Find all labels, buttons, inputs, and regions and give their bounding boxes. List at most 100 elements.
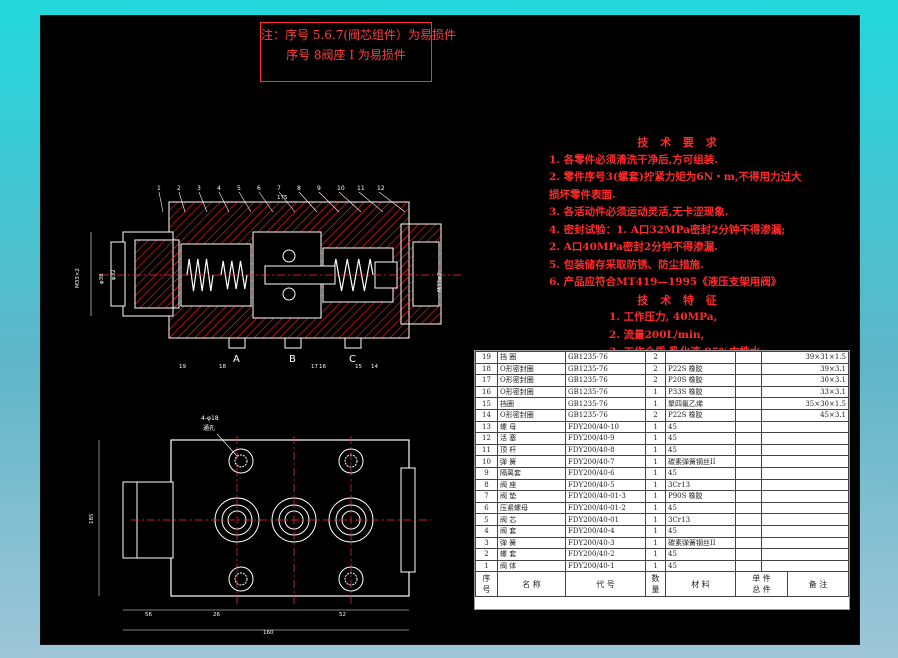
bom-cell: 45 bbox=[665, 548, 736, 561]
dim-text: M33×2 bbox=[437, 272, 443, 292]
bom-cell: GB1235-76 bbox=[565, 397, 646, 410]
bom-cell: O形密封圈 bbox=[497, 408, 566, 422]
bom-cell: 阀 体 bbox=[497, 559, 566, 573]
technical-requirements: 技 术 要 求 1. 各零件必须清洗干净后,方可组装.2. 零件序号3(螺套)拧… bbox=[549, 134, 809, 362]
note-line-1: 注：序号 5.6.7(阀芯组件）为易损件 bbox=[261, 28, 457, 42]
bom-cell: 1 bbox=[645, 548, 666, 561]
bom-cell: FDY200/40-01-3 bbox=[565, 490, 646, 503]
bom-cell: FDY200/40-10 bbox=[565, 420, 646, 434]
leader-line bbox=[158, 191, 164, 213]
right-bore bbox=[412, 241, 440, 307]
bom-cell: O形密封圈 bbox=[497, 362, 566, 376]
leader-line bbox=[216, 433, 238, 457]
dim-text: 160 bbox=[263, 630, 274, 636]
leader-number: 12 bbox=[377, 185, 385, 192]
bom-cell: FDY200/40-7 bbox=[565, 455, 646, 468]
bom-cell: 阀 芯 bbox=[497, 513, 566, 526]
tech-spec-title: 技 术 特 征 bbox=[637, 293, 721, 307]
bom-cell: FDY200/40-8 bbox=[565, 443, 646, 457]
leader-number: 4 bbox=[217, 185, 221, 192]
bom-cell: 2 bbox=[645, 362, 666, 376]
section-label-A: A bbox=[233, 354, 240, 365]
bom-cell bbox=[761, 455, 849, 468]
bom-cell: 7 bbox=[475, 490, 498, 503]
bom-cell bbox=[735, 385, 762, 399]
tech-req-line: 6. 产品应符合MT419—1995《液压支架用阀》 bbox=[549, 276, 782, 288]
bom-cell: 压紧螺母 bbox=[497, 501, 566, 515]
bom-cell: 1 bbox=[645, 397, 666, 410]
bom-header-qty: 数 量 bbox=[645, 571, 666, 598]
bom-cell bbox=[735, 466, 762, 480]
bom-cell: 2 bbox=[645, 374, 666, 387]
bom-cell: 45 bbox=[665, 420, 736, 434]
bom-cell: FDY200/40-01-2 bbox=[565, 501, 646, 515]
bom-cell: 39×3.1 bbox=[761, 362, 849, 376]
bom-cell: 8 bbox=[475, 478, 498, 492]
bom-header-material: 材 料 bbox=[665, 571, 736, 598]
bom-cell bbox=[735, 513, 762, 526]
bom-cell: 45×3.1 bbox=[761, 408, 849, 422]
bom-header-unit: 单 件 bbox=[752, 574, 771, 584]
bom-cell: 15 bbox=[475, 397, 498, 410]
bom-cell: GB1235-76 bbox=[565, 374, 646, 387]
leader-number: 8 bbox=[297, 185, 301, 192]
bom-cell: FDY200/40-2 bbox=[565, 548, 646, 561]
bom-cell: 1 bbox=[645, 432, 666, 445]
tech-spec-line: 2. 流量200L/min, bbox=[609, 328, 705, 341]
bom-cell: FDY200/40-9 bbox=[565, 432, 646, 445]
leader-number: 11 bbox=[357, 185, 365, 192]
tech-req-line: 2. A口40MPa密封2分钟不得渗漏. bbox=[549, 241, 718, 253]
bom-cell: 1 bbox=[645, 559, 666, 573]
bom-cell bbox=[735, 548, 762, 561]
bom-cell: 1 bbox=[645, 513, 666, 526]
tech-req-line: 5. 包装储存采取防锈、防尘措施. bbox=[549, 258, 704, 271]
bom-cell bbox=[761, 466, 849, 480]
bom-cell: 45 bbox=[665, 559, 736, 573]
bom-cell: 聚四氟乙烯 bbox=[665, 397, 736, 410]
bom-cell bbox=[761, 443, 849, 457]
bom-cell: 12 bbox=[475, 432, 498, 445]
tech-req-line: 损坏零件表面. bbox=[549, 188, 616, 201]
bom-cell bbox=[735, 443, 762, 457]
tech-req-lines: 1. 各零件必须清洗干净后,方可组装.2. 零件序号3(螺套)拧紧力矩为6N・m… bbox=[549, 152, 809, 292]
note-line-2: 序号 8阀座 I 为易损件 bbox=[286, 48, 406, 62]
section-label-B: B bbox=[289, 354, 296, 365]
leader-number: 7 bbox=[277, 185, 281, 192]
bom-cell: FDY200/40-5 bbox=[565, 478, 646, 492]
bom-cell: 45 bbox=[665, 432, 736, 445]
bom-cell bbox=[761, 432, 849, 445]
bom-cell: FDY200/40-01 bbox=[565, 513, 646, 526]
leader-number-bottom: 18 bbox=[219, 364, 226, 370]
left-nut bbox=[134, 239, 180, 309]
dim-text: 52 bbox=[339, 612, 346, 618]
leader-number: 2 bbox=[177, 185, 181, 192]
bom-cell bbox=[735, 559, 762, 573]
bom-cell: 挡 圈 bbox=[497, 351, 566, 364]
ball-2 bbox=[282, 287, 296, 301]
plan-note-line: 4-φ18 bbox=[201, 415, 219, 422]
bom-cell bbox=[761, 559, 849, 573]
bom-cell: 阀 座 bbox=[497, 478, 566, 492]
dim-text: φ32 bbox=[111, 269, 117, 280]
bom-cell: 2 bbox=[475, 548, 498, 561]
bom-cell: 35×30×1.5 bbox=[761, 397, 849, 410]
bom-cell: 2 bbox=[645, 351, 666, 364]
bom-cell: 阀 垫 bbox=[497, 490, 566, 503]
bom-cell: 螺 套 bbox=[497, 548, 566, 561]
spring-right bbox=[332, 258, 374, 292]
leader-number: 6 bbox=[257, 185, 261, 192]
bom-cell: 19 bbox=[475, 351, 498, 364]
bom-cell bbox=[735, 501, 762, 515]
bom-cell: O形密封圈 bbox=[497, 374, 566, 387]
